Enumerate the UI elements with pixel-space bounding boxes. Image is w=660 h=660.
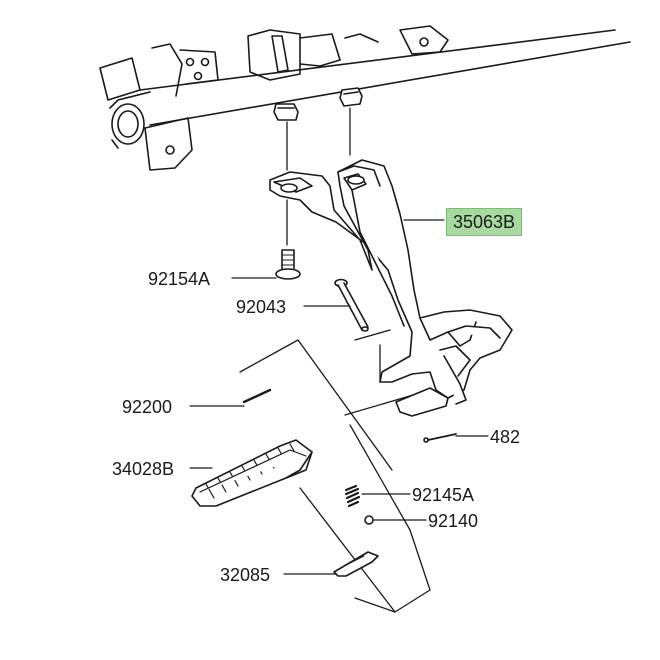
- frame-bracket-plate: [99, 43, 219, 171]
- pin-92200: [242, 388, 272, 404]
- part-label-35063b[interactable]: 35063B: [446, 208, 523, 236]
- cotter-pin-482: [423, 433, 457, 443]
- ball-92140: [364, 515, 374, 525]
- part-label-92145a[interactable]: 92145A: [412, 485, 475, 505]
- rubber-bushings: [273, 87, 363, 121]
- part-label-482[interactable]: 482: [490, 427, 521, 447]
- part-label-92200[interactable]: 92200: [122, 397, 173, 417]
- pin-92043: [334, 278, 369, 332]
- footpeg-34028b: [191, 439, 313, 507]
- footpeg-bracket-35063b: [269, 159, 513, 417]
- part-label-32085[interactable]: 32085: [220, 565, 271, 585]
- assembly-lines: [239, 107, 431, 613]
- spring-92145a: [344, 484, 361, 508]
- plate-32085: [333, 551, 379, 577]
- frame-tube: [109, 29, 631, 149]
- bolt-92154a: [275, 249, 301, 280]
- frame-bracket-upper: [247, 25, 449, 81]
- part-label-34028b[interactable]: 34028B: [112, 459, 175, 479]
- part-label-92154a[interactable]: 92154A: [148, 269, 211, 289]
- callout-leaders: [189, 219, 489, 575]
- part-label-92043[interactable]: 92043: [236, 297, 287, 317]
- part-label-92140[interactable]: 92140: [428, 511, 479, 531]
